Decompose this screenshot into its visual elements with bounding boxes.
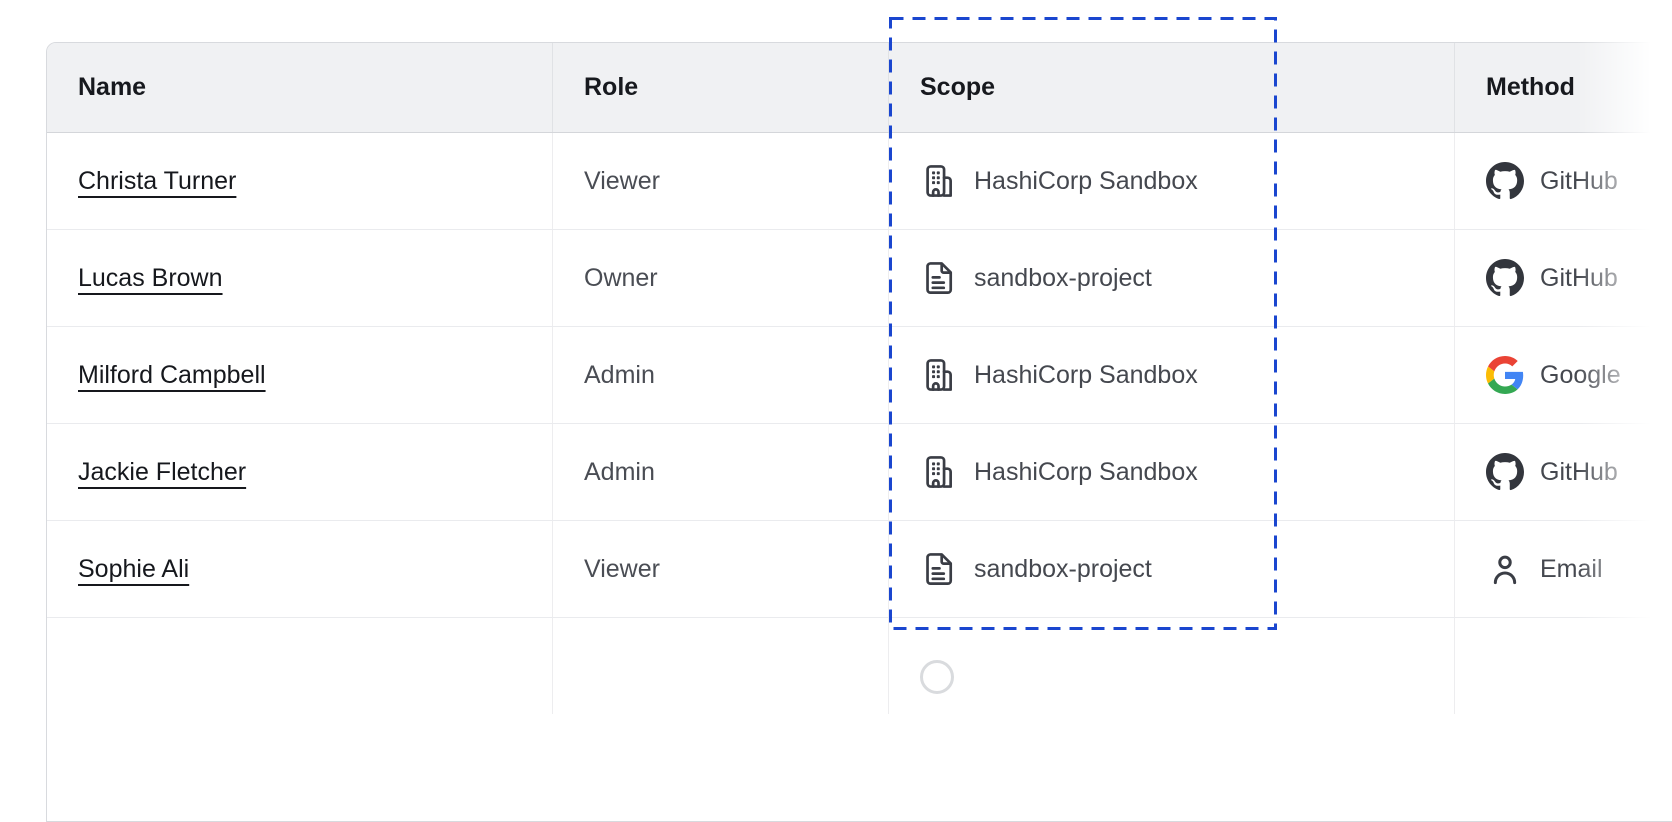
column-header-role-label: Role — [584, 73, 639, 101]
method-label: GitHub — [1540, 166, 1618, 195]
column-header-role: Role — [553, 43, 889, 132]
table-row: Jackie Fletcher Admin HashiCorp Sandbox … — [47, 424, 1672, 521]
name-cell: Jackie Fletcher — [47, 424, 553, 520]
table-row: Milford Campbell Admin HashiCorp Sandbox… — [47, 327, 1672, 424]
method-label: GitHub — [1540, 457, 1618, 486]
github-icon — [1486, 259, 1524, 297]
organization-icon — [920, 453, 958, 491]
column-header-name: Name — [47, 43, 553, 132]
scope-label: sandbox-project — [974, 263, 1152, 292]
email-icon — [1486, 550, 1524, 588]
role-cell: Viewer — [553, 133, 889, 229]
member-name-link[interactable]: Milford Campbell — [78, 360, 266, 389]
organization-icon — [920, 162, 958, 200]
table-row: Christa Turner Viewer HashiCorp Sandbox … — [47, 133, 1672, 230]
role-cell: Viewer — [553, 521, 889, 617]
github-icon — [1486, 453, 1524, 491]
method-label: GitHub — [1540, 263, 1618, 292]
role-cell: Admin — [553, 424, 889, 520]
project-icon — [920, 550, 958, 588]
scope-cell: sandbox-project — [889, 230, 1455, 326]
table-row: Sophie Ali Viewer sandbox-project Email — [47, 521, 1672, 618]
method-cell: GitHub — [1455, 230, 1672, 326]
method-label: Email — [1540, 554, 1603, 583]
column-header-name-label: Name — [78, 73, 147, 101]
table-header-row: Name Role Scope Method — [47, 43, 1672, 133]
member-role: Admin — [584, 360, 655, 389]
scope-label: HashiCorp Sandbox — [974, 166, 1198, 195]
scope-cell: HashiCorp Sandbox — [889, 327, 1455, 423]
role-cell: Owner — [553, 230, 889, 326]
method-cell: GitHub — [1455, 424, 1672, 520]
column-header-method-label: Method — [1486, 73, 1575, 101]
name-cell: Christa Turner — [47, 133, 553, 229]
member-role: Viewer — [584, 554, 660, 583]
table-row: Lucas Brown Owner sandbox-project GitHub — [47, 230, 1672, 327]
google-icon — [1486, 356, 1524, 394]
member-name-link[interactable]: Sophie Ali — [78, 554, 190, 583]
members-table: Name Role Scope Method Christa Turner Vi… — [46, 42, 1672, 822]
scope-cell: HashiCorp Sandbox — [889, 133, 1455, 229]
name-cell: Lucas Brown — [47, 230, 553, 326]
table-body: Christa Turner Viewer HashiCorp Sandbox … — [47, 133, 1672, 618]
scope-label: HashiCorp Sandbox — [974, 457, 1198, 486]
member-name-link[interactable]: Christa Turner — [78, 166, 237, 195]
organization-icon — [920, 356, 958, 394]
scope-cell: sandbox-project — [889, 521, 1455, 617]
scope-label: sandbox-project — [974, 554, 1152, 583]
method-cell: Google — [1455, 327, 1672, 423]
method-cell: Email — [1455, 521, 1672, 617]
column-header-scope: Scope — [889, 43, 1455, 132]
method-label: Google — [1540, 360, 1621, 389]
partial-row-icon — [920, 660, 954, 694]
name-cell: Milford Campbell — [47, 327, 553, 423]
role-cell: Admin — [553, 327, 889, 423]
member-role: Owner — [584, 263, 658, 292]
project-icon — [920, 259, 958, 297]
scope-label: HashiCorp Sandbox — [974, 360, 1198, 389]
member-role: Admin — [584, 457, 655, 486]
github-icon — [1486, 162, 1524, 200]
member-role: Viewer — [584, 166, 660, 195]
name-cell: Sophie Ali — [47, 521, 553, 617]
column-header-method: Method — [1455, 43, 1672, 132]
method-cell: GitHub — [1455, 133, 1672, 229]
member-name-link[interactable]: Lucas Brown — [78, 263, 223, 292]
member-name-link[interactable]: Jackie Fletcher — [78, 457, 247, 486]
scope-cell: HashiCorp Sandbox — [889, 424, 1455, 520]
column-header-scope-label: Scope — [920, 73, 996, 101]
table-row-partial — [47, 618, 1672, 714]
